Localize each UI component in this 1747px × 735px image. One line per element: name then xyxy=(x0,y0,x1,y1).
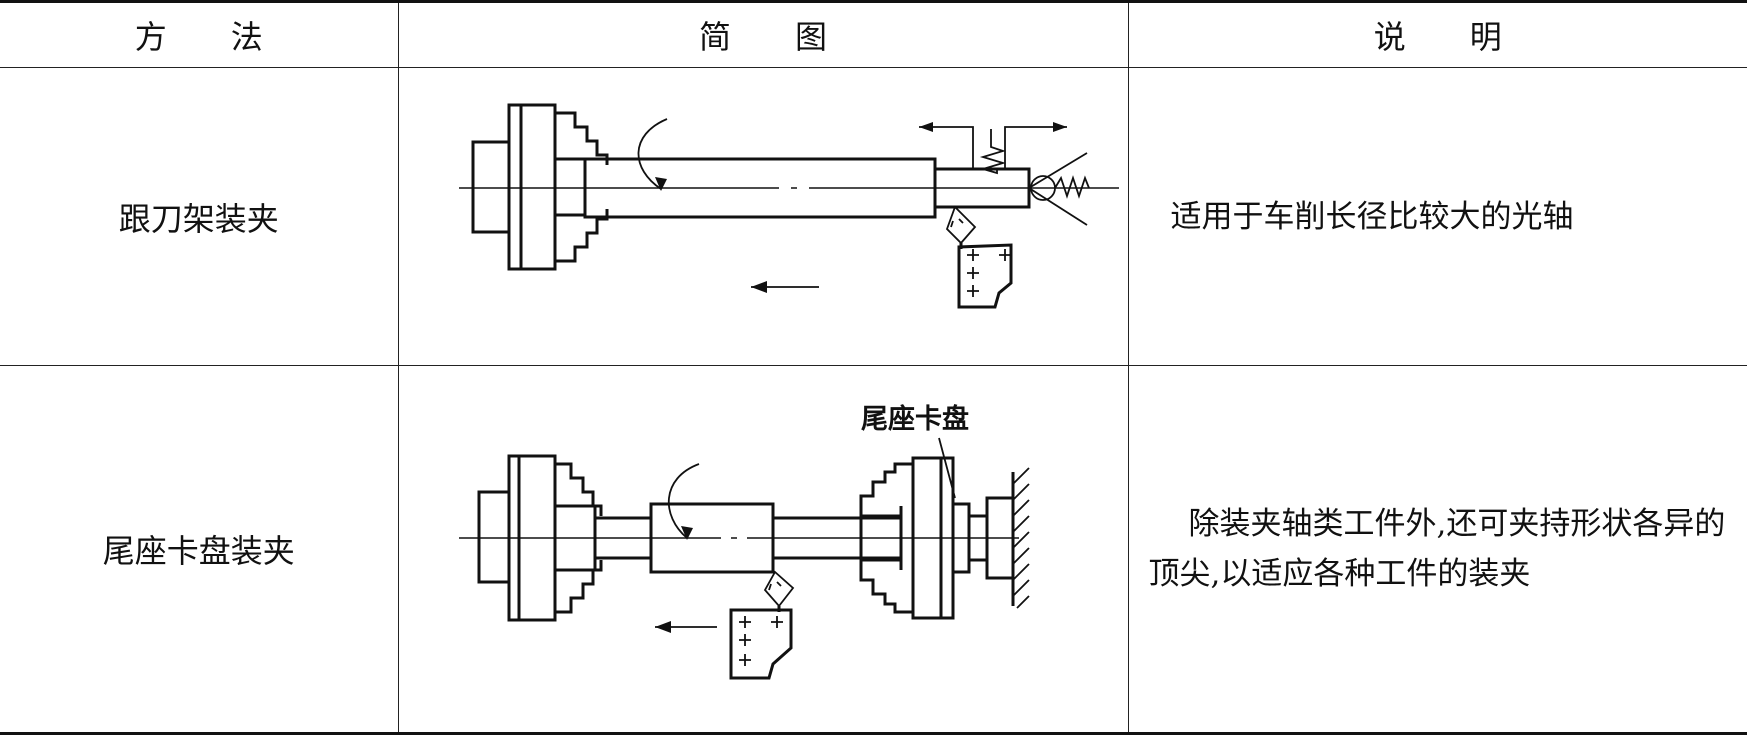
header-row: 方 法 简 图 说 明 xyxy=(0,2,1747,68)
steady-rest-clamping-diagram xyxy=(399,69,1127,365)
method-cell: 尾座卡盘装夹 xyxy=(0,366,398,734)
diagram-cell xyxy=(398,68,1128,366)
description-text: 适用于车削长径比较大的光轴 xyxy=(1129,192,1747,242)
steady-rest-spring xyxy=(983,129,1003,173)
description-cell: 适用于车削长径比较大的光轴 xyxy=(1128,68,1747,366)
diagram-cell: 尾座卡盘 xyxy=(398,366,1128,734)
spindle-flange xyxy=(473,142,509,232)
description-cell: 除装夹轴类工件外,还可夹持形状各异的顶尖,以适应各种工件的装夹 xyxy=(1128,366,1747,734)
tailstock-jaw-upper xyxy=(861,464,913,518)
tailstock-center xyxy=(1029,153,1087,225)
description-text: 除装夹轴类工件外,还可夹持形状各异的顶尖,以适应各种工件的装夹 xyxy=(1129,499,1747,599)
header-method: 方 法 xyxy=(0,2,398,68)
tool-holder xyxy=(731,610,791,678)
tailstock-chuck-clamping-diagram: 尾座卡盘 xyxy=(399,366,1127,732)
table-row: 跟刀架装夹 xyxy=(0,68,1747,366)
spindle-flange xyxy=(479,492,509,582)
tailstock-chuck-label: 尾座卡盘 xyxy=(861,403,969,435)
chuck-body xyxy=(509,105,555,269)
tailstock-jaw-lower xyxy=(861,558,913,612)
header-diagram: 简 图 xyxy=(398,2,1128,68)
method-cell: 跟刀架装夹 xyxy=(0,68,398,366)
chuck-jaw-upper xyxy=(555,113,607,165)
header-description: 说 明 xyxy=(1128,2,1747,68)
table-row: 尾座卡盘装夹 尾座卡盘 xyxy=(0,366,1747,734)
